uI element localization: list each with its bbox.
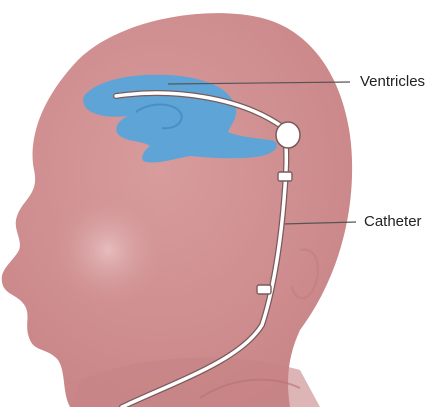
head-silhouette: [2, 13, 352, 407]
ventricles-label: Ventricles: [360, 73, 425, 90]
shunt-valve: [276, 122, 300, 148]
catheter-connector-lower: [257, 285, 271, 294]
cheek-highlight: [46, 188, 170, 312]
catheter-connector-upper: [278, 172, 292, 181]
catheter-label: Catheter: [364, 213, 422, 230]
